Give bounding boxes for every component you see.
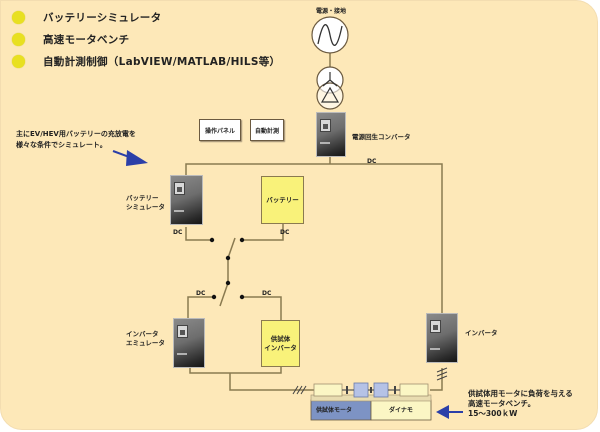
wire-inverter-dynamo [430, 368, 443, 391]
bullet-label: バッテリーシミュレータ [43, 11, 162, 24]
dc-label: DC [367, 158, 377, 165]
arrow-icon [112, 150, 148, 166]
junction-dot [211, 294, 217, 300]
test-motor-body [313, 383, 343, 397]
dc-label: DC [280, 229, 290, 236]
wire-inverter-emu-dc [187, 296, 214, 318]
test-inverter-label: 供試体 インバータ [264, 334, 297, 352]
inverter-emulator-device [173, 318, 205, 368]
regen-converter-label: 電源回生コンバータ [352, 133, 411, 141]
junction-dot [239, 237, 245, 243]
transformer-icon [316, 66, 344, 110]
inverter-label: インバータ [465, 329, 498, 337]
bullet-label: 高速モータベンチ [43, 33, 130, 46]
junction-dot [225, 255, 231, 261]
dynamo-label: ダイナモ [389, 407, 413, 414]
inverter-device [426, 313, 458, 363]
inverter-emulator-label: インバータ エミュレータ [126, 330, 165, 347]
wire-battery-sim-dc [185, 227, 212, 241]
wire-to-test-motor [229, 373, 315, 391]
yellow-dot-icon [12, 32, 25, 46]
junction-dot [239, 294, 245, 300]
ac-source-icon [311, 16, 349, 54]
switch-blade-bottom [219, 282, 229, 307]
bullet-item-motor-bench: 高速モータベンチ [12, 31, 129, 47]
motor-bench [310, 382, 432, 421]
yellow-dot-icon [12, 10, 25, 24]
wire-battery-dc [242, 224, 284, 241]
dc-label: DC [196, 290, 206, 297]
wire-ac-join [189, 367, 282, 374]
auto-measure-box: 自動計測 [250, 119, 284, 141]
battery-label: バッテリー [266, 195, 299, 204]
battery-note-line: 様々な条件でシミュレート。 [16, 141, 107, 149]
dc-label: DC [173, 229, 183, 236]
battery-simulator-label: バッテリー シミュレータ [126, 194, 165, 211]
switch-blade-top [227, 237, 236, 259]
junction-dot [225, 280, 231, 286]
battery-simulator-device [170, 175, 203, 225]
dc-label: DC [262, 290, 272, 297]
battery-note-line: 主にEV/HEV用バッテリーの充放電を [16, 130, 136, 138]
bullet-label: 自動計測制御（LabVIEW/MATLAB/HILS等） [43, 55, 281, 68]
wire-test-inverter-dc [242, 296, 282, 320]
bullet-item-auto-control: 自動計測制御（LabVIEW/MATLAB/HILS等） [12, 53, 280, 69]
bench-note: 供試体用モータに負荷を与える 高速モータベンチ。 15〜300ｋW [468, 389, 573, 419]
bench-note-line: 高速モータベンチ。 [468, 399, 536, 408]
bench-note-line: 15〜300ｋW [468, 409, 518, 418]
battery-note: 主にEV/HEV用バッテリーの充放電を 様々な条件でシミュレート。 [16, 129, 136, 151]
junction-dot [209, 237, 215, 243]
bench-note-line: 供試体用モータに負荷を与える [468, 389, 573, 398]
arrow-icon [436, 405, 463, 419]
auto-measure-label: 自動計測 [254, 127, 279, 135]
test-motor-label: 供試体モータ [316, 407, 353, 414]
regen-converter-device [316, 112, 346, 157]
grid-label: 電源・接地 [316, 8, 347, 15]
dynamo-body [399, 383, 429, 397]
test-inverter-box: 供試体 インバータ [261, 320, 300, 367]
bullet-item-battery-simulator: バッテリーシミュレータ [12, 9, 161, 25]
control-panel-box: 操作パネル [199, 119, 241, 141]
wire-dc-bus [185, 163, 443, 317]
control-panel-label: 操作パネル [204, 127, 235, 135]
yellow-dot-icon [12, 54, 25, 68]
battery-box: バッテリー [261, 176, 304, 224]
